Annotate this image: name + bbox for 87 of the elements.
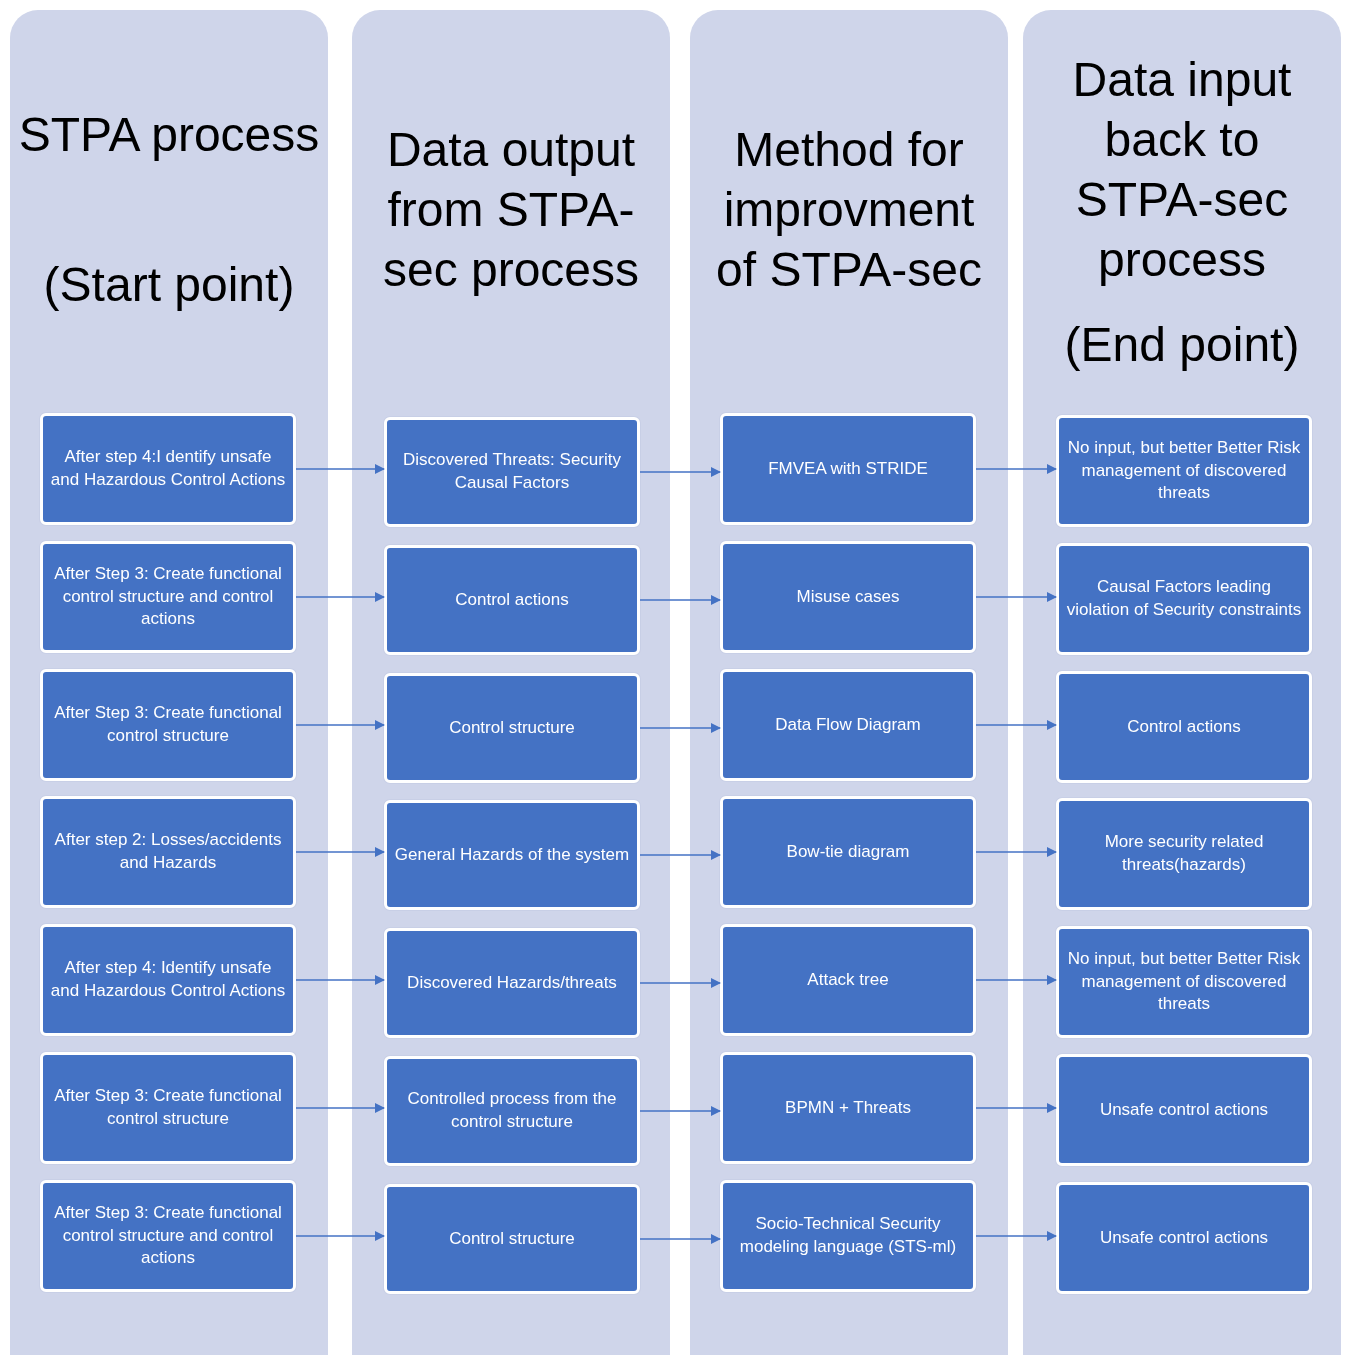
arrow: [639, 1106, 721, 1116]
process-box: [40, 924, 296, 1036]
arrow: [975, 1231, 1057, 1241]
arrow: [295, 464, 385, 474]
process-box: [40, 413, 296, 525]
box-label: After Step 3: Create functional control structure and control actions: [53, 1201, 283, 1270]
arrow: [975, 975, 1057, 985]
process-box: [1056, 926, 1312, 1038]
arrow: [975, 1103, 1057, 1113]
process-box: [1056, 1054, 1312, 1166]
arrow: [639, 850, 721, 860]
arrow: [295, 1103, 385, 1113]
arrow: [295, 720, 385, 730]
box-label: No input, but better Better Risk management of discovered threats: [1066, 436, 1302, 505]
process-box: [720, 413, 976, 525]
box-label: Control structure: [448, 1227, 576, 1250]
process-box: [720, 1180, 976, 1292]
process-box: [384, 673, 640, 783]
process-box: [40, 669, 296, 781]
box-label: Control actions: [1126, 715, 1242, 738]
box-label: More security related threats(hazards): [1103, 831, 1265, 876]
process-box: [720, 924, 976, 1036]
process-box: [1056, 415, 1312, 527]
process-box: [1056, 1182, 1312, 1294]
process-box: [384, 417, 640, 527]
arrow: [975, 847, 1057, 857]
process-box: [384, 800, 640, 910]
box-label: Bow-tie diagram: [785, 840, 911, 863]
column-heading: Data input back to STPA-sec process: [1071, 52, 1293, 288]
box-label: General Hazards of the system: [393, 843, 631, 866]
process-box: [40, 1180, 296, 1292]
box-label: Controlled process from the control structure: [406, 1088, 618, 1133]
process-box: [40, 796, 296, 908]
box-label: Unsafe control actions: [1098, 1098, 1270, 1121]
box-label: Data Flow Diagram: [774, 713, 922, 736]
column-heading: (End point): [1063, 317, 1301, 373]
arrow: [639, 1234, 721, 1244]
box-label: No input, but better Better Risk management of discovered threats: [1066, 947, 1302, 1016]
box-label: Control structure: [448, 716, 576, 739]
column-panel: [690, 10, 1008, 1355]
process-box: [40, 541, 296, 653]
process-box: [1056, 543, 1312, 655]
process-box: [1056, 798, 1312, 910]
column-panel: [10, 10, 328, 1355]
box-label: After Step 3: Create functional control structure: [53, 1085, 283, 1130]
column-heading: STPA process: [18, 107, 320, 163]
column-panel: [1023, 10, 1341, 1355]
box-label: After Step 3: Create functional control structure: [53, 702, 283, 747]
box-label: Discovered Hazards/threats: [406, 971, 618, 994]
arrow: [639, 467, 721, 477]
arrow: [975, 464, 1057, 474]
box-label: After step 4: Identify unsafe and Hazardous Control Actions: [49, 957, 287, 1002]
box-label: After step 2: Losses/accidents and Hazards: [53, 829, 283, 874]
box-label: After step 4:I dentify unsafe and Hazardous Control Actions: [49, 446, 287, 491]
process-box: [1056, 671, 1312, 783]
box-label: Causal Factors leading violation of Security constraints: [1065, 576, 1303, 621]
box-label: Socio-Technical Security modeling language (STS-ml): [738, 1213, 958, 1258]
box-label: Discovered Threats: Security Causal Factors: [402, 449, 622, 494]
arrow: [639, 723, 721, 733]
process-box: [384, 545, 640, 655]
process-box: [720, 1052, 976, 1164]
process-box: [720, 541, 976, 653]
column-heading: Data output from STPA-sec process: [381, 122, 641, 298]
box-label: Misuse cases: [795, 585, 901, 608]
process-box: [384, 928, 640, 1038]
process-box: [720, 796, 976, 908]
box-label: Control actions: [454, 588, 570, 611]
process-box: [720, 669, 976, 781]
arrow: [295, 847, 385, 857]
box-label: Attack tree: [806, 968, 890, 991]
arrow: [295, 975, 385, 985]
process-box: [384, 1184, 640, 1294]
arrow: [295, 1231, 385, 1241]
arrow: [975, 720, 1057, 730]
arrow: [975, 592, 1057, 602]
arrow: [295, 592, 385, 602]
column-heading: (Start point): [42, 257, 296, 313]
box-label: After Step 3: Create functional control structure and control actions: [53, 562, 283, 631]
column-heading: Method for improvment of STPA-sec: [715, 122, 983, 298]
arrow: [639, 978, 721, 988]
process-box: [384, 1056, 640, 1166]
column-panel: [352, 10, 670, 1355]
arrow: [639, 595, 721, 605]
process-box: [40, 1052, 296, 1164]
box-label: BPMN + Threats: [784, 1096, 912, 1119]
box-label: FMVEA with STRIDE: [767, 457, 929, 480]
box-label: Unsafe control actions: [1098, 1226, 1270, 1249]
